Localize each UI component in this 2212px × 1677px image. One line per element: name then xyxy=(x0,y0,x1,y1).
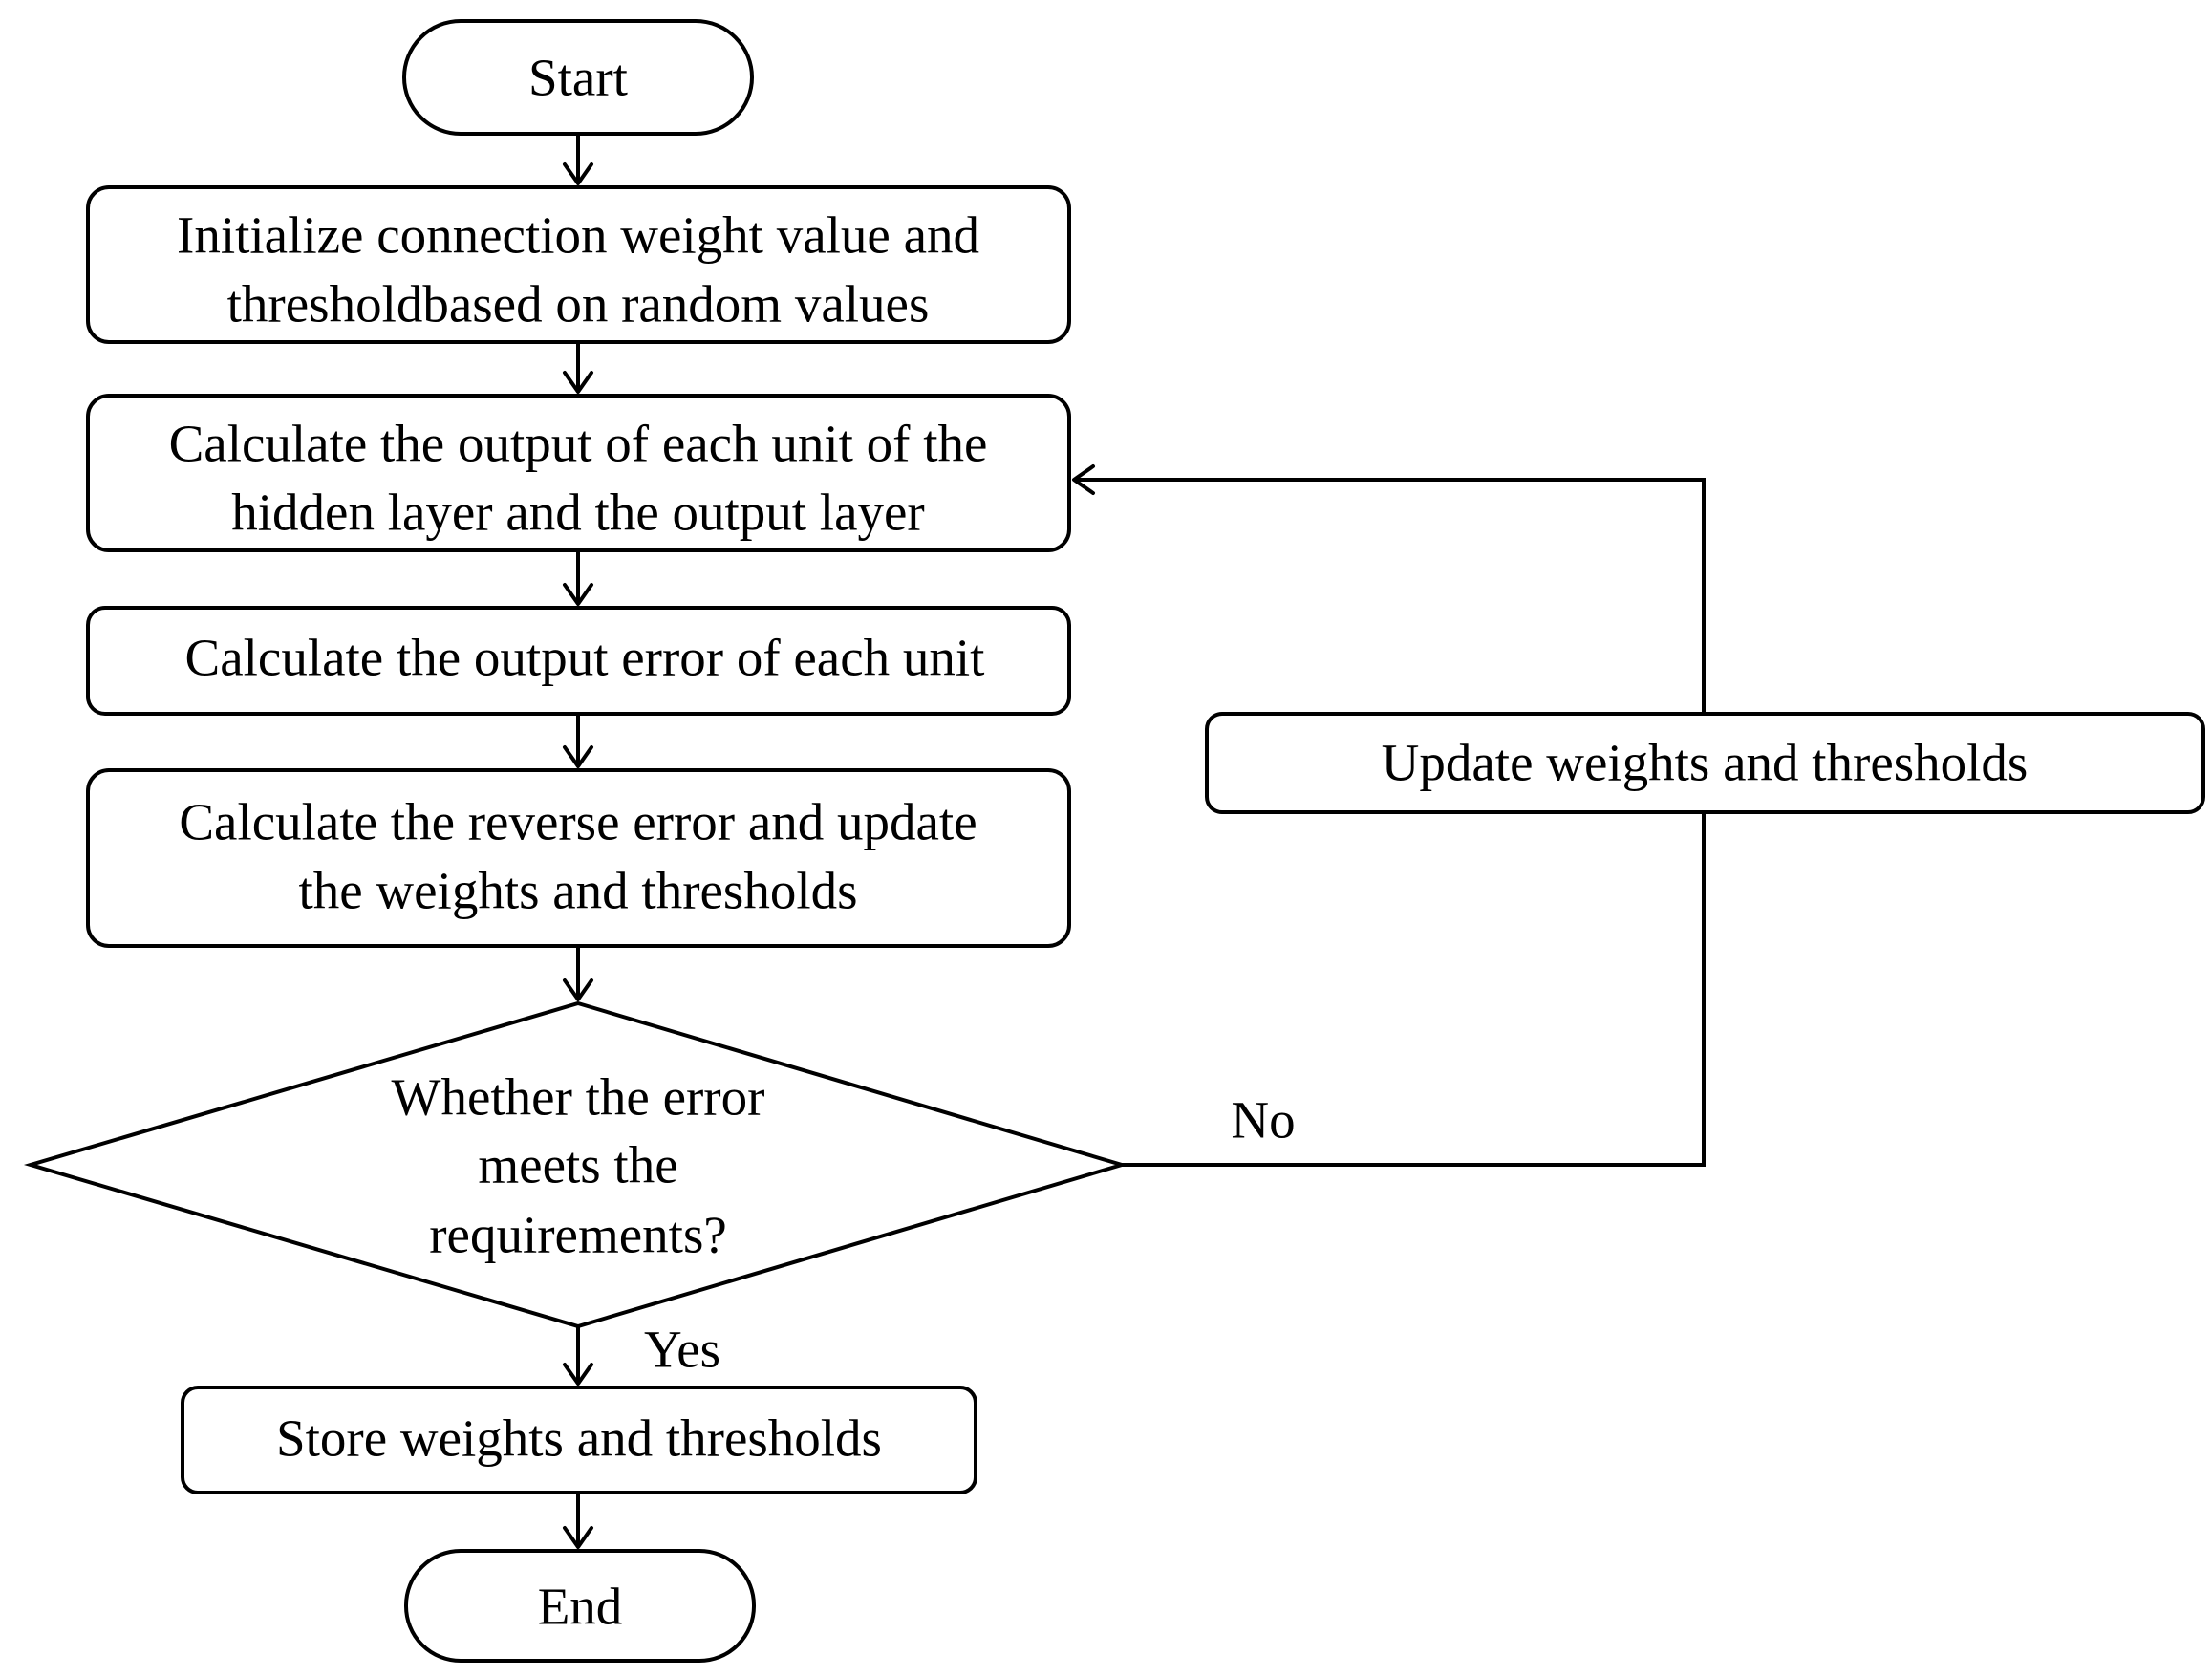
calc-output-box: Calculate the output of each unit of the… xyxy=(86,394,1071,552)
end-label: End xyxy=(538,1578,623,1636)
store-label: Store weights and thresholds xyxy=(276,1409,882,1468)
init-line-1: Initialize connection weight value and xyxy=(177,206,979,265)
arrow-start-to-init xyxy=(563,134,593,185)
yes-label: Yes xyxy=(644,1321,720,1379)
start-node: Start xyxy=(402,19,754,136)
arrow-error-to-reverse xyxy=(563,714,593,768)
end-node: End xyxy=(404,1549,756,1663)
init-box: Initialize connection weight value and t… xyxy=(86,185,1071,344)
calc-error-box: Calculate the output error of each unit xyxy=(86,606,1071,716)
reverse-line-2: the weights and thresholds xyxy=(298,862,857,920)
calc-error-label: Calculate the output error of each unit xyxy=(185,629,985,687)
calc-output-line-2: hidden layer and the output layer xyxy=(231,484,924,542)
arrow-reverse-to-decision xyxy=(563,946,593,1001)
decision-diamond: Whether the error meets the requirements… xyxy=(23,1000,1129,1329)
update-box: Update weights and thresholds xyxy=(1205,712,2205,814)
arrow-store-to-end xyxy=(563,1493,593,1549)
arrow-output-to-error xyxy=(563,550,593,606)
decision-line-2: meets the xyxy=(478,1136,677,1194)
reverse-error-box: Calculate the reverse error and update t… xyxy=(86,768,1071,948)
reverse-line-1: Calculate the reverse error and update xyxy=(179,793,977,851)
no-branch-connector xyxy=(1072,464,1706,1167)
init-line-2: thresholdbased on random values xyxy=(227,275,930,333)
store-box: Store weights and thresholds xyxy=(181,1386,977,1494)
calc-output-line-1: Calculate the output of each unit of the xyxy=(169,415,988,473)
no-label: No xyxy=(1231,1091,1295,1150)
arrow-init-to-output xyxy=(563,342,593,394)
arrow-decision-to-store xyxy=(563,1326,593,1386)
decision-line-1: Whether the error xyxy=(392,1068,765,1127)
decision-line-3: requirements? xyxy=(429,1206,727,1264)
update-label: Update weights and thresholds xyxy=(1382,734,2029,792)
start-label: Start xyxy=(528,49,628,107)
